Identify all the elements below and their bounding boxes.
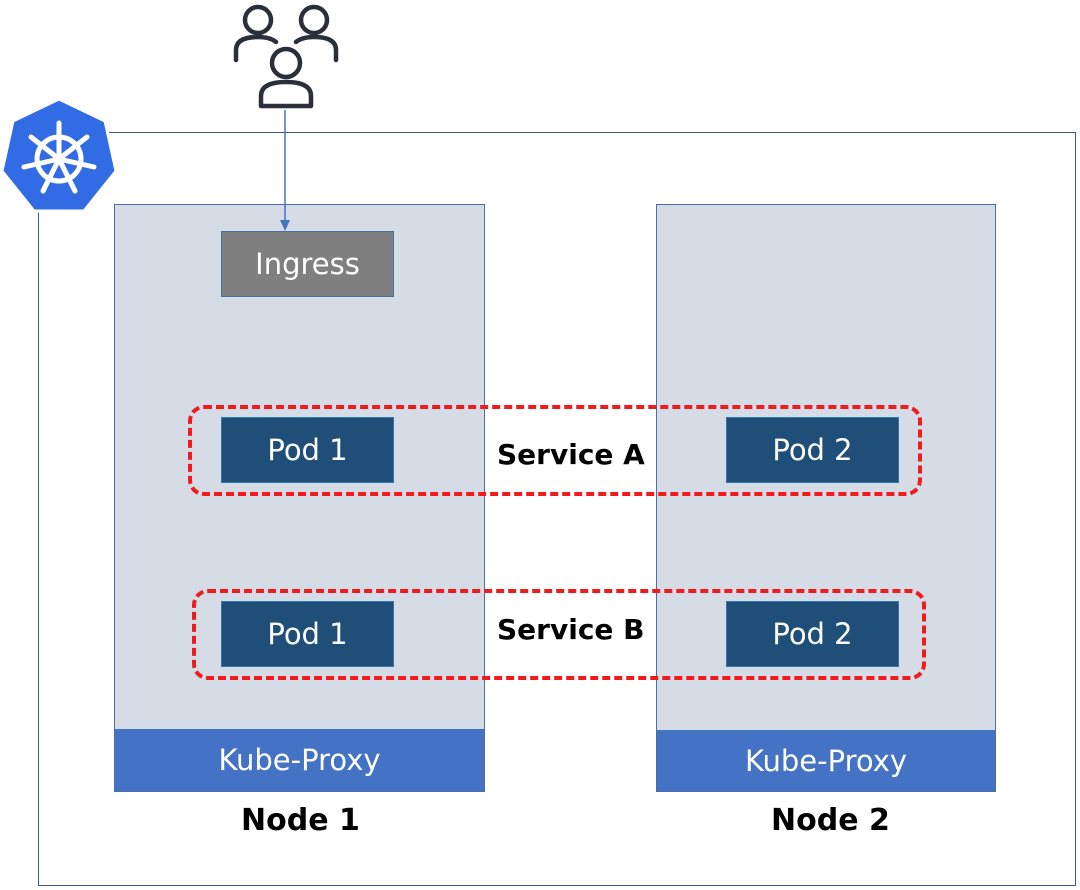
arrow-down-icon xyxy=(280,110,290,231)
service-a-pod-1: Pod 1 xyxy=(221,417,394,483)
node-2-label: Node 2 xyxy=(771,803,890,838)
service-b-pod-1: Pod 1 xyxy=(221,601,394,667)
service-a-pod-2: Pod 2 xyxy=(726,417,899,483)
kubernetes-logo-icon xyxy=(0,97,118,213)
kube-proxy-node-1: Kube-Proxy xyxy=(115,729,484,791)
users-group-icon xyxy=(233,4,339,109)
kube-proxy-node-2: Kube-Proxy xyxy=(657,730,995,791)
service-b-pod-2: Pod 2 xyxy=(726,601,899,667)
service-b-label: Service B xyxy=(497,613,645,646)
node-1-box xyxy=(114,204,485,792)
service-a-label: Service A xyxy=(497,438,645,471)
service-a-outline xyxy=(188,405,922,496)
ingress-box: Ingress xyxy=(221,231,394,297)
node-1-label: Node 1 xyxy=(241,803,360,838)
node-2-box xyxy=(656,204,996,792)
service-b-outline xyxy=(192,589,926,680)
